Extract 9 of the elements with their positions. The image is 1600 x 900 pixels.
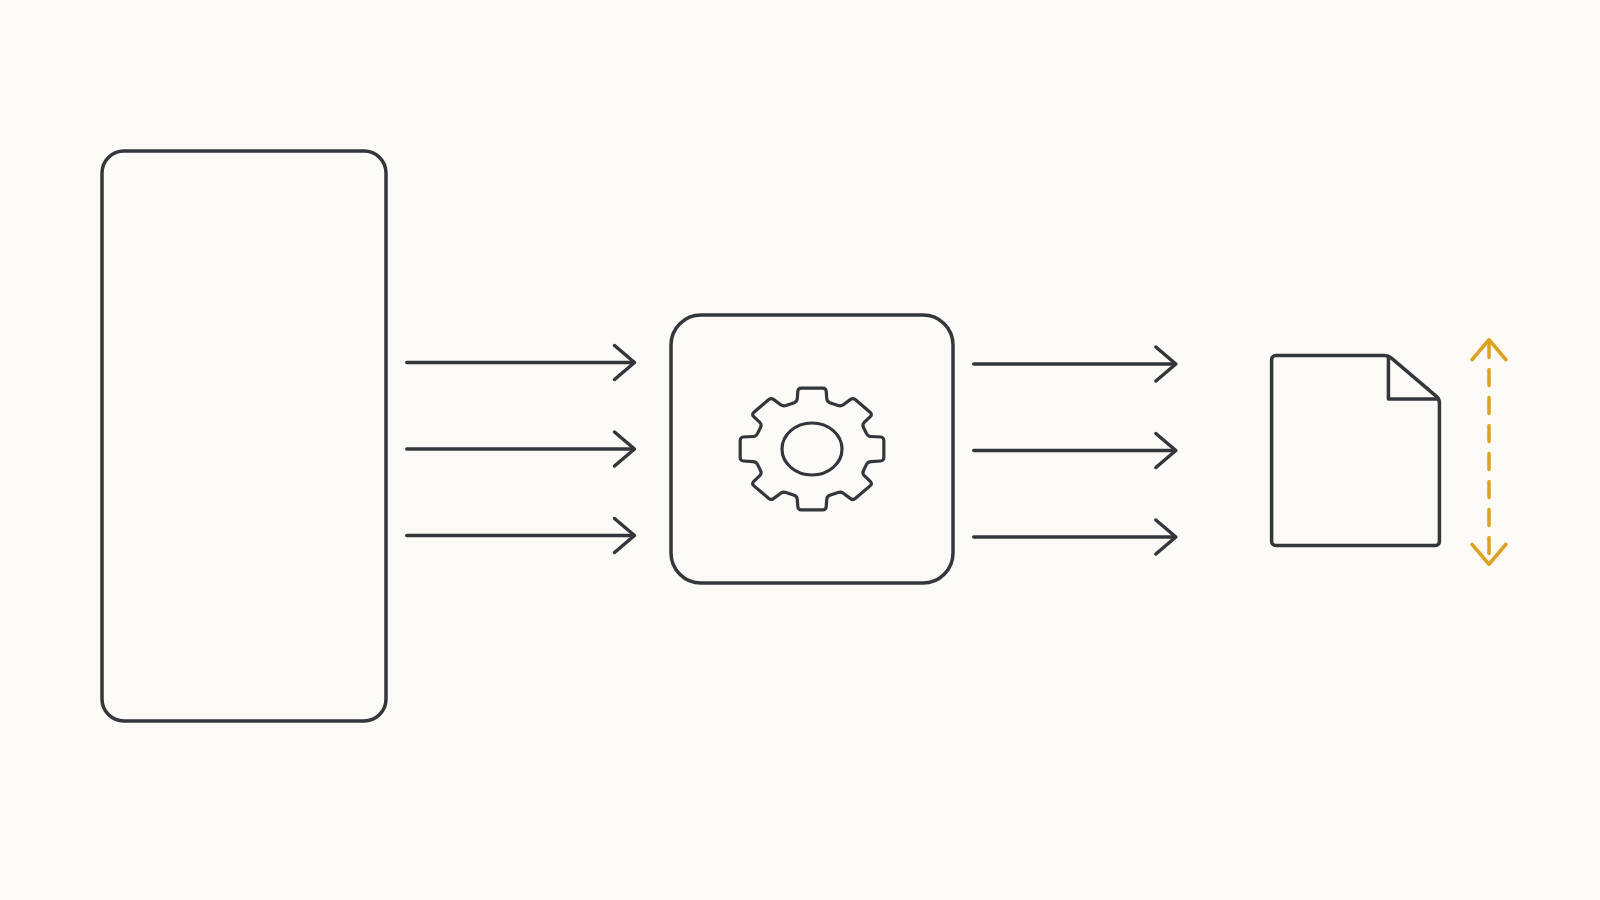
- arrow: [405, 516, 637, 555]
- process-box: [669, 313, 955, 585]
- arrow: [405, 430, 637, 468]
- document-icon: [1269, 353, 1442, 548]
- arrow: [972, 518, 1178, 556]
- arrow: [972, 345, 1178, 383]
- arrow: [405, 343, 637, 382]
- arrow: [972, 431, 1178, 470]
- rounded-box: [100, 149, 388, 723]
